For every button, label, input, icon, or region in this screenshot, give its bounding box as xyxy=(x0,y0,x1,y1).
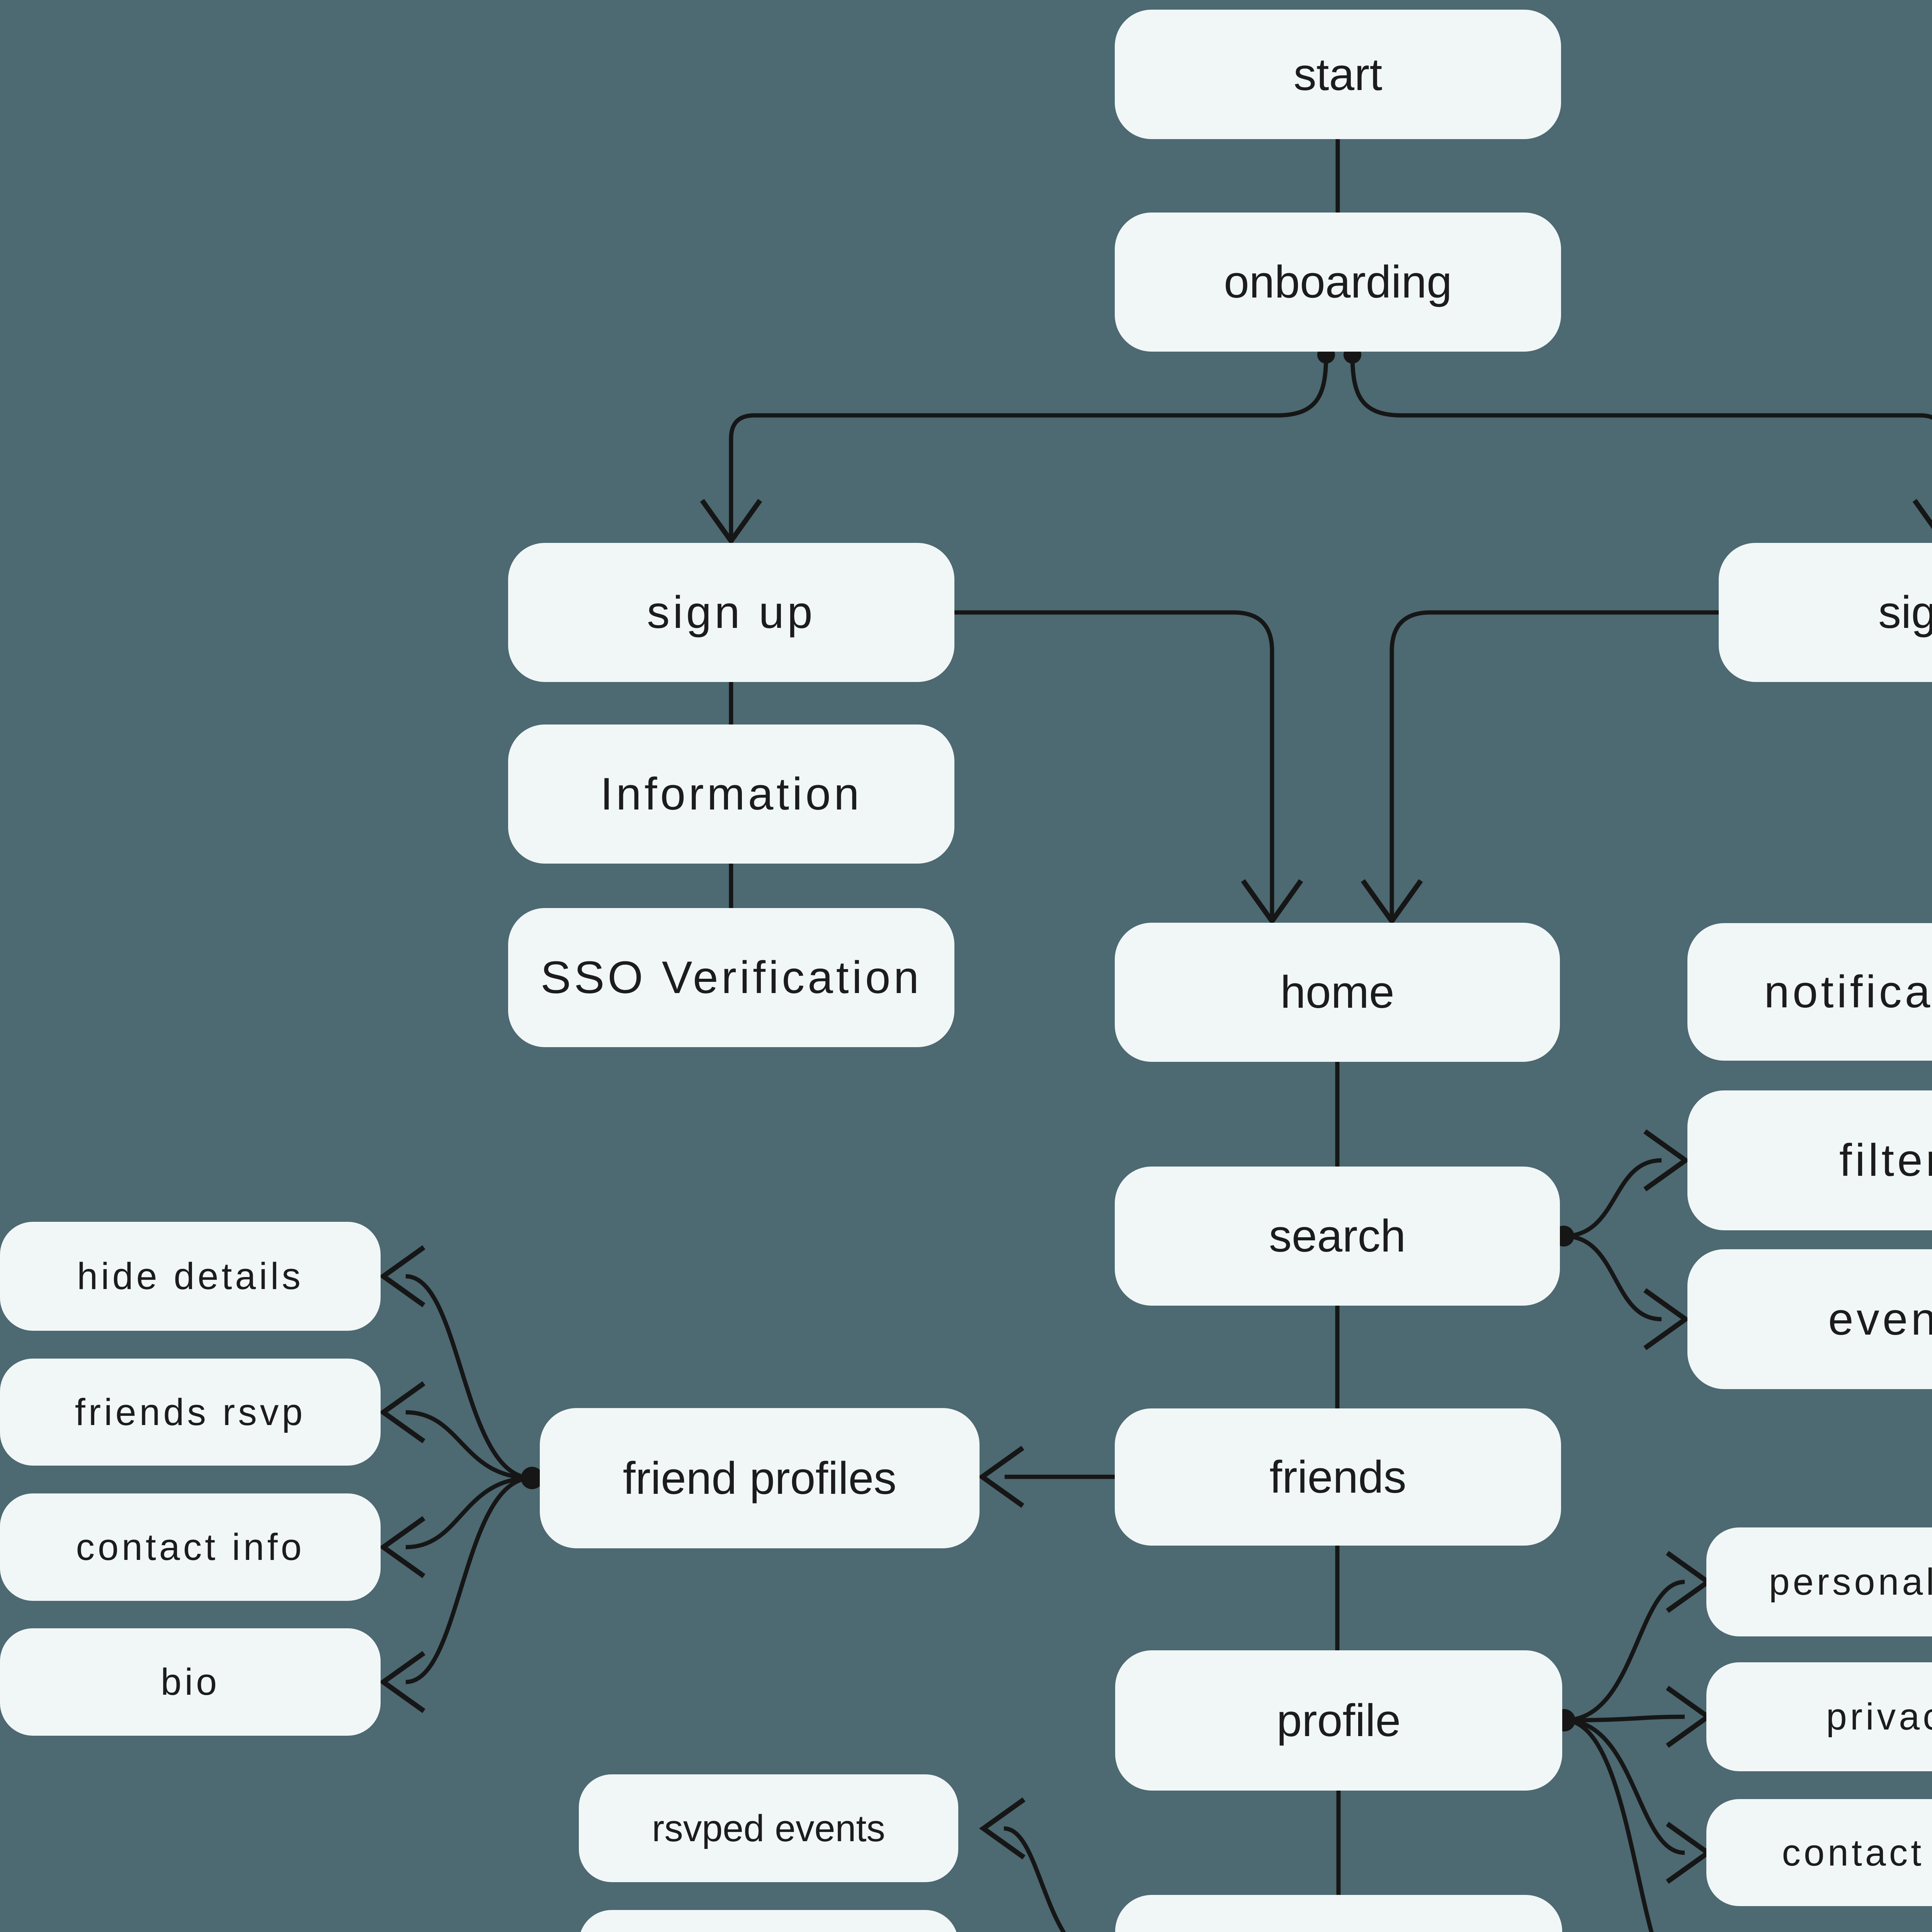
arrow-into-home-left xyxy=(1241,879,1303,926)
node-sign-up: sign up xyxy=(508,543,954,682)
arrow-into-hidedetails xyxy=(379,1245,425,1308)
arrow-into-signin xyxy=(1912,499,1932,529)
arrow-into-contactinfo xyxy=(1666,1821,1713,1884)
node-profile: profile xyxy=(1115,1650,1562,1791)
node-label-sign-up: sign up xyxy=(647,587,816,638)
node-home: home xyxy=(1115,923,1560,1062)
node-personal-info: personal info xyxy=(1706,1527,1932,1636)
edge-signin-home xyxy=(1389,610,1719,919)
node-label-personal-info: personal info xyxy=(1769,1561,1932,1603)
node-label-hide-details: hide details xyxy=(77,1255,304,1297)
edge-profile-privacy xyxy=(1564,1714,1685,1723)
node-rsvped-events: rsvped events xyxy=(579,1774,958,1882)
edge-onboarding-signin xyxy=(1350,353,1932,420)
node-label-sign-in: sign in xyxy=(1878,587,1932,638)
node-bio: bio xyxy=(0,1628,381,1736)
arrow-into-friendsrsvp-left xyxy=(379,1381,425,1444)
node-label-contact-info-left: contact info xyxy=(76,1526,305,1568)
arrow-into-filters xyxy=(1643,1129,1690,1192)
node-notifications: notifications xyxy=(1687,923,1932,1061)
node-label-onboarding: onboarding xyxy=(1224,257,1452,308)
node-rsvps: rsvps xyxy=(1115,1895,1562,1932)
edge-profile-contactinfo xyxy=(1564,1718,1685,1855)
node-onboarding: onboarding xyxy=(1115,213,1561,352)
edge-friendprofiles-contactinfo xyxy=(405,1476,532,1549)
edge-onboarding-signup xyxy=(729,353,1328,537)
node-contact-info-left: contact info xyxy=(0,1493,381,1601)
node-label-home: home xyxy=(1280,967,1395,1018)
node-label-privacy: privacy xyxy=(1826,1696,1932,1738)
arrow-into-personalinfo xyxy=(1666,1551,1713,1613)
edge-friendprofiles-bio xyxy=(405,1476,532,1684)
node-friend-profiles: friend profiles xyxy=(540,1408,980,1548)
edge-profile-personalinfo xyxy=(1564,1580,1685,1723)
edge-rsvps-rsvpedevents xyxy=(1003,1826,1066,1932)
node-sso-verification: SSO Verification xyxy=(508,908,954,1047)
node-label-events: events xyxy=(1828,1294,1932,1345)
arrow-into-friendprofiles xyxy=(978,1446,1024,1508)
arrow-into-rsvpedevents xyxy=(979,1797,1026,1860)
node-label-notifications: notifications xyxy=(1764,966,1932,1017)
node-label-sso-verification: SSO Verification xyxy=(540,952,922,1003)
arrow-into-home-right xyxy=(1361,879,1423,926)
dot-friendprofiles-left xyxy=(521,1467,543,1489)
node-information: Information xyxy=(508,724,954,864)
node-friends-rsvp-left: friends rsvp xyxy=(0,1359,381,1466)
node-hosted-events: hosted events xyxy=(579,1910,958,1932)
node-events: events xyxy=(1687,1249,1932,1389)
arrow-into-contactinfo-left xyxy=(379,1516,425,1578)
node-start: start xyxy=(1115,10,1561,139)
edge-signup-home xyxy=(954,610,1274,919)
node-search: search xyxy=(1115,1167,1560,1306)
node-label-rsvped-events: rsvped events xyxy=(652,1807,885,1849)
arrow-into-bio xyxy=(379,1651,425,1713)
node-label-friends-rsvp-left: friends rsvp xyxy=(75,1391,306,1433)
node-hide-details: hide details xyxy=(0,1222,381,1331)
node-sign-in: sign in xyxy=(1719,543,1932,682)
node-contact-info: contact info xyxy=(1706,1799,1932,1906)
node-label-filters: filters xyxy=(1839,1135,1932,1186)
node-label-information: Information xyxy=(600,769,862,820)
arrow-into-events xyxy=(1643,1288,1690,1350)
edge-search-filters xyxy=(1563,1158,1662,1238)
node-label-friends: friends xyxy=(1269,1451,1406,1503)
node-label-start: start xyxy=(1293,49,1383,100)
edge-friendprofiles-friendsrsvp xyxy=(405,1410,532,1480)
node-filters: filters xyxy=(1687,1090,1932,1230)
arrow-into-signup xyxy=(700,499,762,546)
node-label-friend-profiles: friend profiles xyxy=(622,1452,897,1504)
node-label-contact-info: contact info xyxy=(1782,1831,1932,1874)
node-label-profile: profile xyxy=(1276,1695,1401,1746)
node-privacy: privacy xyxy=(1706,1662,1932,1771)
node-label-bio: bio xyxy=(160,1661,220,1703)
edge-friendprofiles-hidedetails xyxy=(405,1274,532,1480)
edge-search-events xyxy=(1563,1234,1662,1321)
node-label-search: search xyxy=(1269,1211,1406,1262)
edge-profile-signout xyxy=(1564,1718,1654,1932)
node-friends: friends xyxy=(1115,1408,1561,1546)
